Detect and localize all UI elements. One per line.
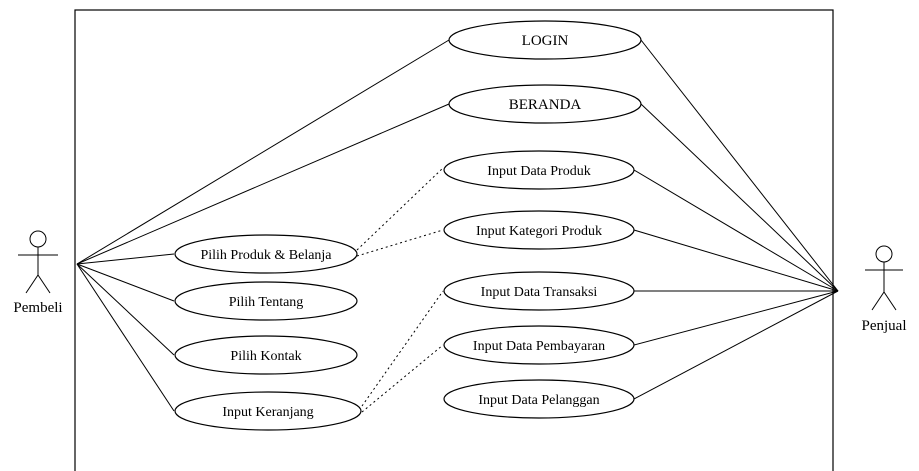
actor-pembeli-head (29, 230, 47, 248)
actor-pembeli-figure-icon (18, 230, 58, 294)
usecase-pilih-tentang (174, 281, 358, 321)
dependency-lines (356, 167, 444, 413)
usecase-pilih-tentang-label: Pilih Tentang (229, 295, 304, 310)
assoc-penjual-beranda (640, 103, 839, 292)
actor-pembeli-label: Pembeli (13, 300, 62, 316)
penjual-associations (633, 39, 839, 400)
usecase-input-data-transaksi (443, 271, 635, 311)
pembeli-associations (76, 39, 450, 412)
usecase-input-data-pembayaran-label: Input Data Pembayaran (473, 339, 605, 354)
dep-produk-to-input-kategori (356, 229, 444, 257)
usecase-input-keranjang (174, 391, 362, 431)
dep-produk-to-input-data-produk (356, 167, 444, 251)
assoc-pembeli-login (76, 39, 450, 265)
usecase-beranda-label: BERANDA (509, 97, 582, 113)
actor-penjual-figure-icon (865, 245, 903, 311)
usecase-input-data-produk (443, 150, 635, 190)
actor-penjual-label: Penjual (862, 318, 907, 334)
actor-penjual-right-leg (883, 291, 897, 311)
usecase-login (448, 20, 642, 60)
actor-penjual-head (875, 245, 893, 263)
assoc-pembeli-input-keranjang (76, 263, 175, 412)
usecase-input-kategori-produk (443, 210, 635, 250)
usecase-input-keranjang-label: Input Keranjang (222, 405, 313, 420)
assoc-pembeli-beranda (76, 103, 450, 265)
usecase-pilih-produk-belanja-label: Pilih Produk & Belanja (200, 248, 332, 263)
assoc-penjual-input-pelanggan (633, 290, 839, 400)
usecase-pilih-kontak-label: Pilih Kontak (230, 349, 301, 364)
usecase-pilih-kontak (174, 335, 358, 375)
usecase-input-data-pelanggan (443, 379, 635, 419)
usecase-beranda (448, 84, 642, 124)
use-case-shapes (174, 20, 642, 431)
system-boundary (74, 9, 834, 471)
usecase-input-kategori-produk-label: Input Kategori Produk (476, 224, 602, 239)
assoc-penjual-input-data-produk (633, 169, 839, 292)
use-case-labels: LOGIN BERANDA Input Data Produk Input Ka… (200, 33, 605, 420)
usecase-pilih-produk-belanja (174, 234, 358, 274)
assoc-pembeli-pilih-produk (76, 253, 175, 265)
assoc-penjual-login (640, 39, 839, 292)
usecase-input-data-produk-label: Input Data Produk (487, 164, 590, 179)
dep-keranjang-to-input-transaksi (361, 290, 444, 407)
usecase-input-data-pelanggan-label: Input Data Pelanggan (478, 393, 599, 408)
actor-pembeli-left-leg (25, 274, 39, 294)
usecase-input-data-pembayaran (443, 325, 635, 365)
usecase-input-data-transaksi-label: Input Data Transaksi (481, 285, 598, 300)
assoc-pembeli-pilih-kontak (76, 263, 175, 356)
assoc-pembeli-pilih-tentang (76, 263, 175, 302)
usecase-login-label: LOGIN (522, 33, 569, 49)
assoc-penjual-input-pembayaran (633, 290, 839, 346)
assoc-penjual-input-kategori (633, 229, 839, 292)
actor-pembeli-right-leg (37, 274, 51, 294)
dep-keranjang-to-input-pembayaran (361, 344, 444, 413)
actor-penjual-left-leg (871, 291, 885, 311)
